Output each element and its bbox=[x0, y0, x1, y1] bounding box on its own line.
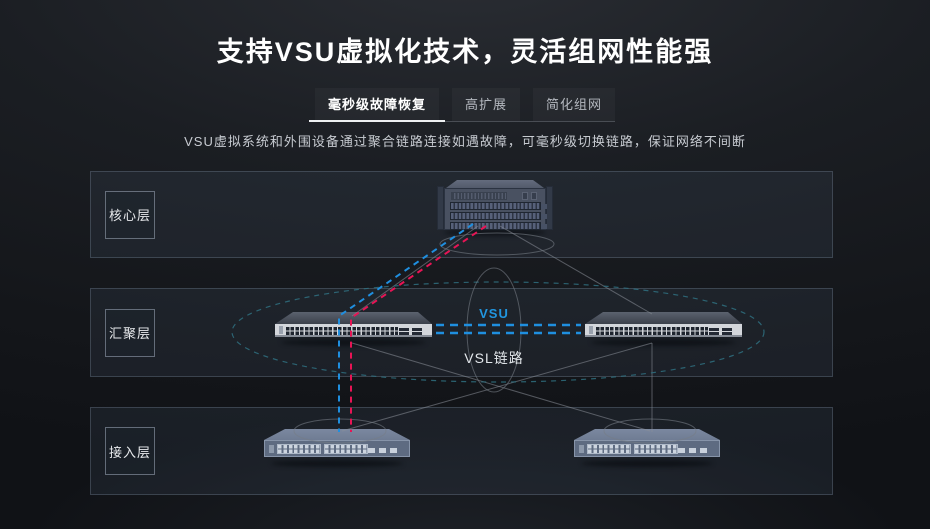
rack-ear bbox=[437, 186, 444, 230]
status-leds bbox=[279, 326, 283, 334]
switch-faceplate bbox=[264, 440, 410, 457]
switch-top bbox=[585, 312, 742, 324]
status-leds bbox=[579, 445, 584, 453]
sfp-ports bbox=[709, 326, 735, 335]
status-leds bbox=[589, 326, 593, 334]
switch-faceplate bbox=[275, 324, 432, 337]
status-leds bbox=[269, 445, 274, 453]
module-slot bbox=[531, 192, 537, 200]
core-switch bbox=[437, 180, 553, 236]
line-card bbox=[450, 212, 547, 220]
ethernet-ports bbox=[596, 326, 708, 335]
ethernet-ports bbox=[286, 326, 398, 335]
switch-faceplate bbox=[574, 440, 720, 457]
tab-simplified-network[interactable]: 简化组网 bbox=[533, 88, 615, 122]
device-shadow bbox=[590, 339, 737, 346]
sfp-ports bbox=[399, 326, 425, 335]
ethernet-ports bbox=[587, 444, 631, 454]
switch-top bbox=[574, 429, 720, 440]
access-layer-label: 接入层 bbox=[105, 427, 155, 475]
uplink-ports bbox=[678, 448, 710, 453]
ethernet-ports bbox=[277, 444, 321, 454]
device-shadow bbox=[271, 460, 403, 467]
chassis-top bbox=[446, 180, 544, 188]
ethernet-ports bbox=[324, 444, 368, 454]
switch-faceplate bbox=[585, 324, 742, 337]
aggregation-switch-left bbox=[271, 312, 436, 346]
vent-grille bbox=[451, 192, 507, 200]
rack-ear bbox=[546, 186, 553, 230]
module-slot bbox=[522, 192, 528, 200]
tab-strip: 毫秒级故障恢复 高扩展 简化组网 bbox=[308, 88, 616, 122]
device-shadow bbox=[443, 229, 547, 236]
feature-tabs: 毫秒级故障恢复 高扩展 简化组网 bbox=[0, 88, 930, 122]
vsl-link-label: VSL链路 bbox=[464, 350, 524, 366]
access-switch-left bbox=[262, 429, 412, 467]
switch-top bbox=[275, 312, 432, 324]
page-title: 支持VSU虚拟化技术，灵活组网性能强 bbox=[216, 37, 714, 67]
chassis-body bbox=[444, 188, 547, 230]
network-topology-diagram: 核心层 汇聚层 接入层 bbox=[0, 160, 930, 529]
feature-description: VSU虚拟系统和外围设备通过聚合链路连接如遇故障，可毫秒级切换链路，保证网络不间… bbox=[184, 134, 746, 149]
vsu-label: VSU bbox=[479, 306, 509, 321]
access-switch-right bbox=[572, 429, 722, 467]
device-shadow bbox=[280, 339, 427, 346]
device-shadow bbox=[581, 460, 713, 467]
line-card bbox=[450, 202, 547, 210]
tab-ms-failover[interactable]: 毫秒级故障恢复 bbox=[308, 88, 446, 122]
aggregation-layer-label: 汇聚层 bbox=[105, 308, 155, 357]
uplink-ports bbox=[368, 448, 400, 453]
line-card bbox=[450, 222, 547, 230]
tab-high-scalability[interactable]: 高扩展 bbox=[452, 88, 520, 122]
ethernet-ports bbox=[634, 444, 678, 454]
switch-top bbox=[264, 429, 410, 440]
core-layer-label: 核心层 bbox=[105, 190, 155, 239]
aggregation-switch-right bbox=[581, 312, 746, 346]
